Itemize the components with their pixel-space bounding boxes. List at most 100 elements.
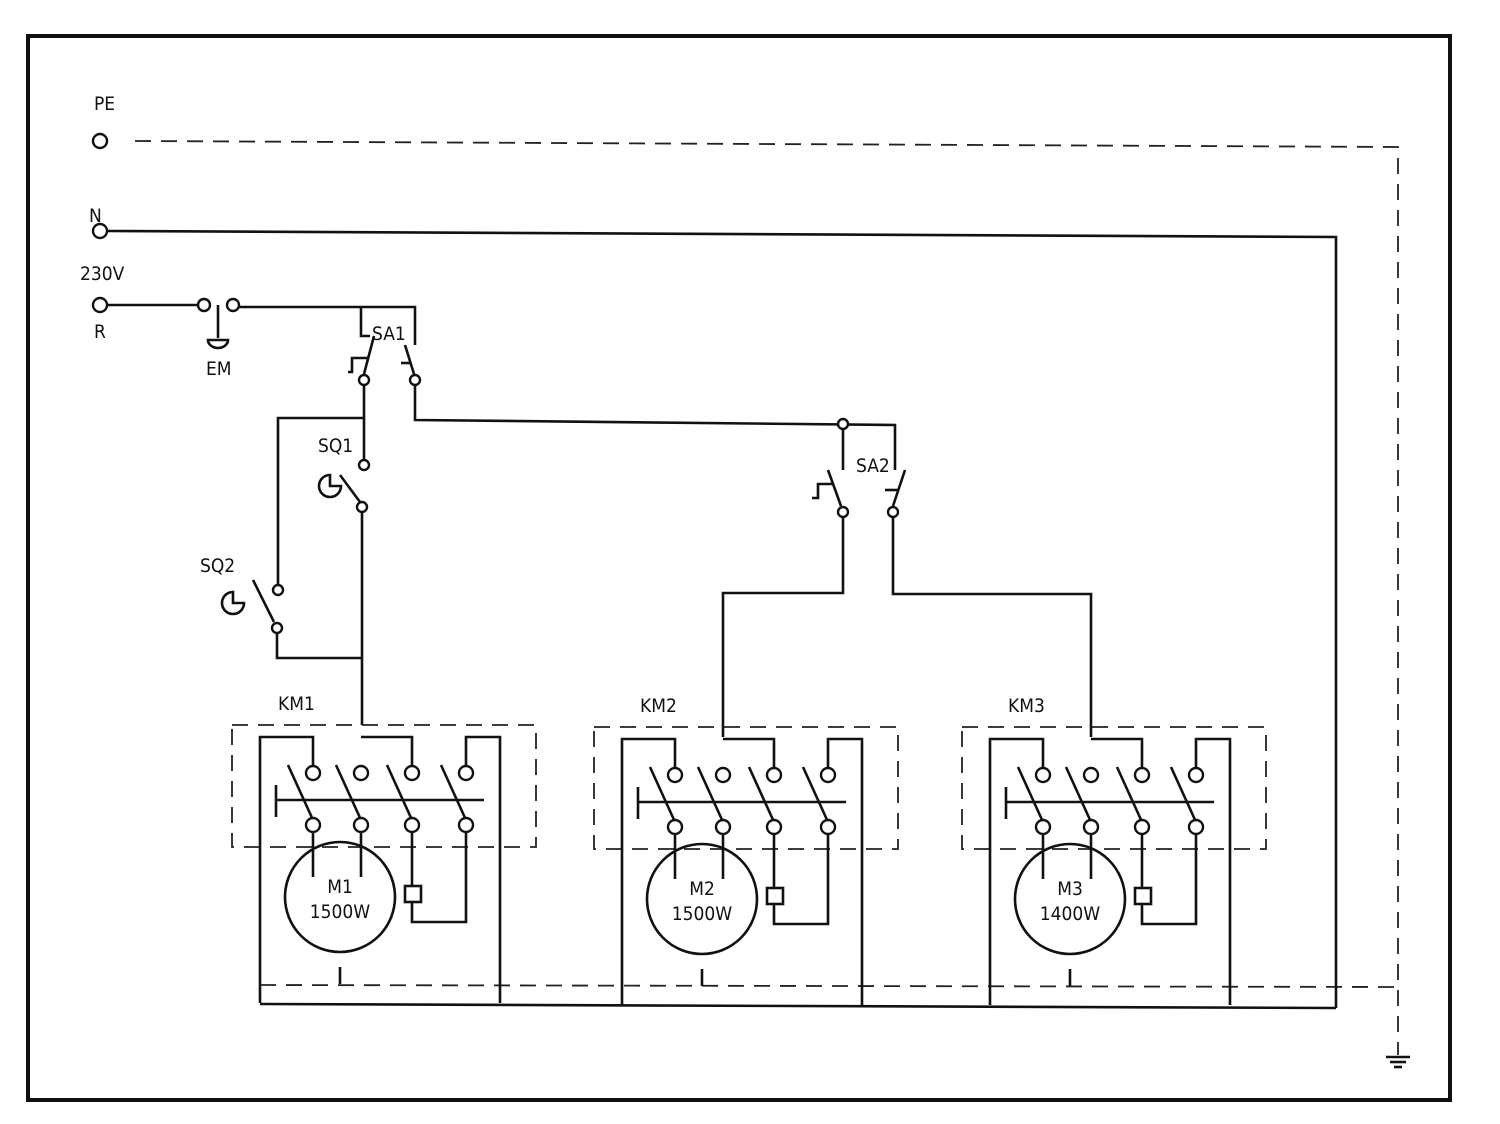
contact-terminal	[352, 816, 370, 834]
contact-blade	[801, 766, 830, 823]
motor-icon	[645, 842, 759, 956]
contact-terminal	[304, 764, 322, 782]
pe-terminal	[91, 132, 109, 150]
neutral-bus	[259, 1002, 1337, 1010]
contact-terminal	[1133, 818, 1151, 836]
contact-blade	[696, 766, 725, 823]
contactor-label: KM2	[640, 695, 677, 717]
contact-terminal	[714, 766, 732, 784]
neutral-conductor	[106, 229, 1338, 1008]
motor-icon	[283, 840, 397, 954]
motor-name: M1	[327, 876, 353, 898]
contact-terminal	[403, 764, 421, 782]
contact-blade	[385, 764, 414, 821]
ground-icon	[1386, 1055, 1410, 1069]
contact-terminal	[819, 766, 837, 784]
sa1-label: SA1	[372, 323, 406, 345]
motor-icon	[1013, 842, 1127, 956]
motor-name: M2	[689, 878, 715, 900]
r-label: R	[94, 321, 106, 343]
junction-node	[836, 417, 850, 431]
contact-terminal	[1133, 766, 1151, 784]
wire	[988, 737, 1045, 1005]
contact-terminal	[1034, 766, 1052, 784]
pe-conductor	[134, 140, 1399, 1055]
contact-blade	[1016, 766, 1045, 823]
contactor-boundary	[593, 726, 899, 850]
motor-power: 1400W	[1040, 903, 1100, 925]
wire	[413, 385, 897, 470]
pe-label: PE	[94, 93, 115, 115]
contact-terminal	[1034, 818, 1052, 836]
wire	[723, 737, 776, 770]
voltage-label: 230V	[80, 263, 125, 285]
contact-terminal	[765, 766, 783, 784]
contact-terminal	[666, 766, 684, 784]
contact-blade	[747, 766, 776, 823]
sq2-limit-switch-icon	[220, 579, 285, 635]
n-terminal	[91, 222, 109, 240]
wire	[826, 737, 864, 1005]
wire	[772, 834, 830, 926]
contactor-boundary	[231, 724, 537, 848]
n-label: N	[89, 205, 102, 227]
contact-terminal	[457, 764, 475, 782]
sq2-label: SQ2	[200, 555, 235, 577]
sq1-limit-switch-icon	[317, 458, 371, 514]
contact-terminal	[1082, 818, 1100, 836]
contact-blade	[334, 764, 363, 821]
contact-terminal	[666, 818, 684, 836]
sa1-left-feed	[359, 307, 370, 338]
wire	[276, 416, 364, 585]
wire	[1194, 737, 1232, 1005]
wire	[464, 735, 502, 1003]
wire	[1091, 737, 1144, 770]
contact-blade	[1169, 766, 1198, 823]
wire	[1140, 834, 1198, 926]
contact-terminal	[457, 816, 475, 834]
contact-terminal	[714, 818, 732, 836]
contact-terminal	[403, 816, 421, 834]
capacitor-icon	[1133, 886, 1153, 906]
wire	[275, 633, 362, 660]
contactor-label: KM1	[278, 693, 315, 715]
drawing-border	[26, 34, 1452, 1102]
em-emergency-stop-icon	[196, 297, 241, 350]
wire	[721, 517, 845, 737]
contactor-label: KM3	[1008, 695, 1045, 717]
contact-blade	[286, 764, 315, 821]
capacitor-icon	[403, 884, 423, 904]
contact-blade	[1064, 766, 1093, 823]
wire	[620, 737, 677, 1005]
contact-terminal	[352, 764, 370, 782]
sq1-label: SQ1	[318, 435, 353, 457]
capacitor-icon	[765, 886, 785, 906]
sa1-feed	[239, 305, 417, 345]
r-terminal	[91, 296, 109, 314]
motor-power: 1500W	[672, 903, 732, 925]
contact-terminal	[765, 818, 783, 836]
motor-power: 1500W	[310, 901, 370, 923]
wire	[361, 735, 414, 768]
sa1-switch-icon	[348, 335, 422, 387]
pe-bus	[259, 984, 1399, 988]
contactor-boundary	[961, 726, 1267, 850]
sa2-switch-icon	[812, 469, 907, 519]
wire	[891, 517, 1093, 737]
contact-blade	[648, 766, 677, 823]
em-label: EM	[206, 358, 232, 380]
contact-blade	[439, 764, 468, 821]
contact-terminal	[1187, 766, 1205, 784]
contact-terminal	[1082, 766, 1100, 784]
contact-terminal	[1187, 818, 1205, 836]
sa2-label: SA2	[856, 455, 890, 477]
wire	[258, 735, 315, 1003]
contact-blade	[1115, 766, 1144, 823]
motor-name: M3	[1057, 878, 1083, 900]
contact-terminal	[304, 816, 322, 834]
